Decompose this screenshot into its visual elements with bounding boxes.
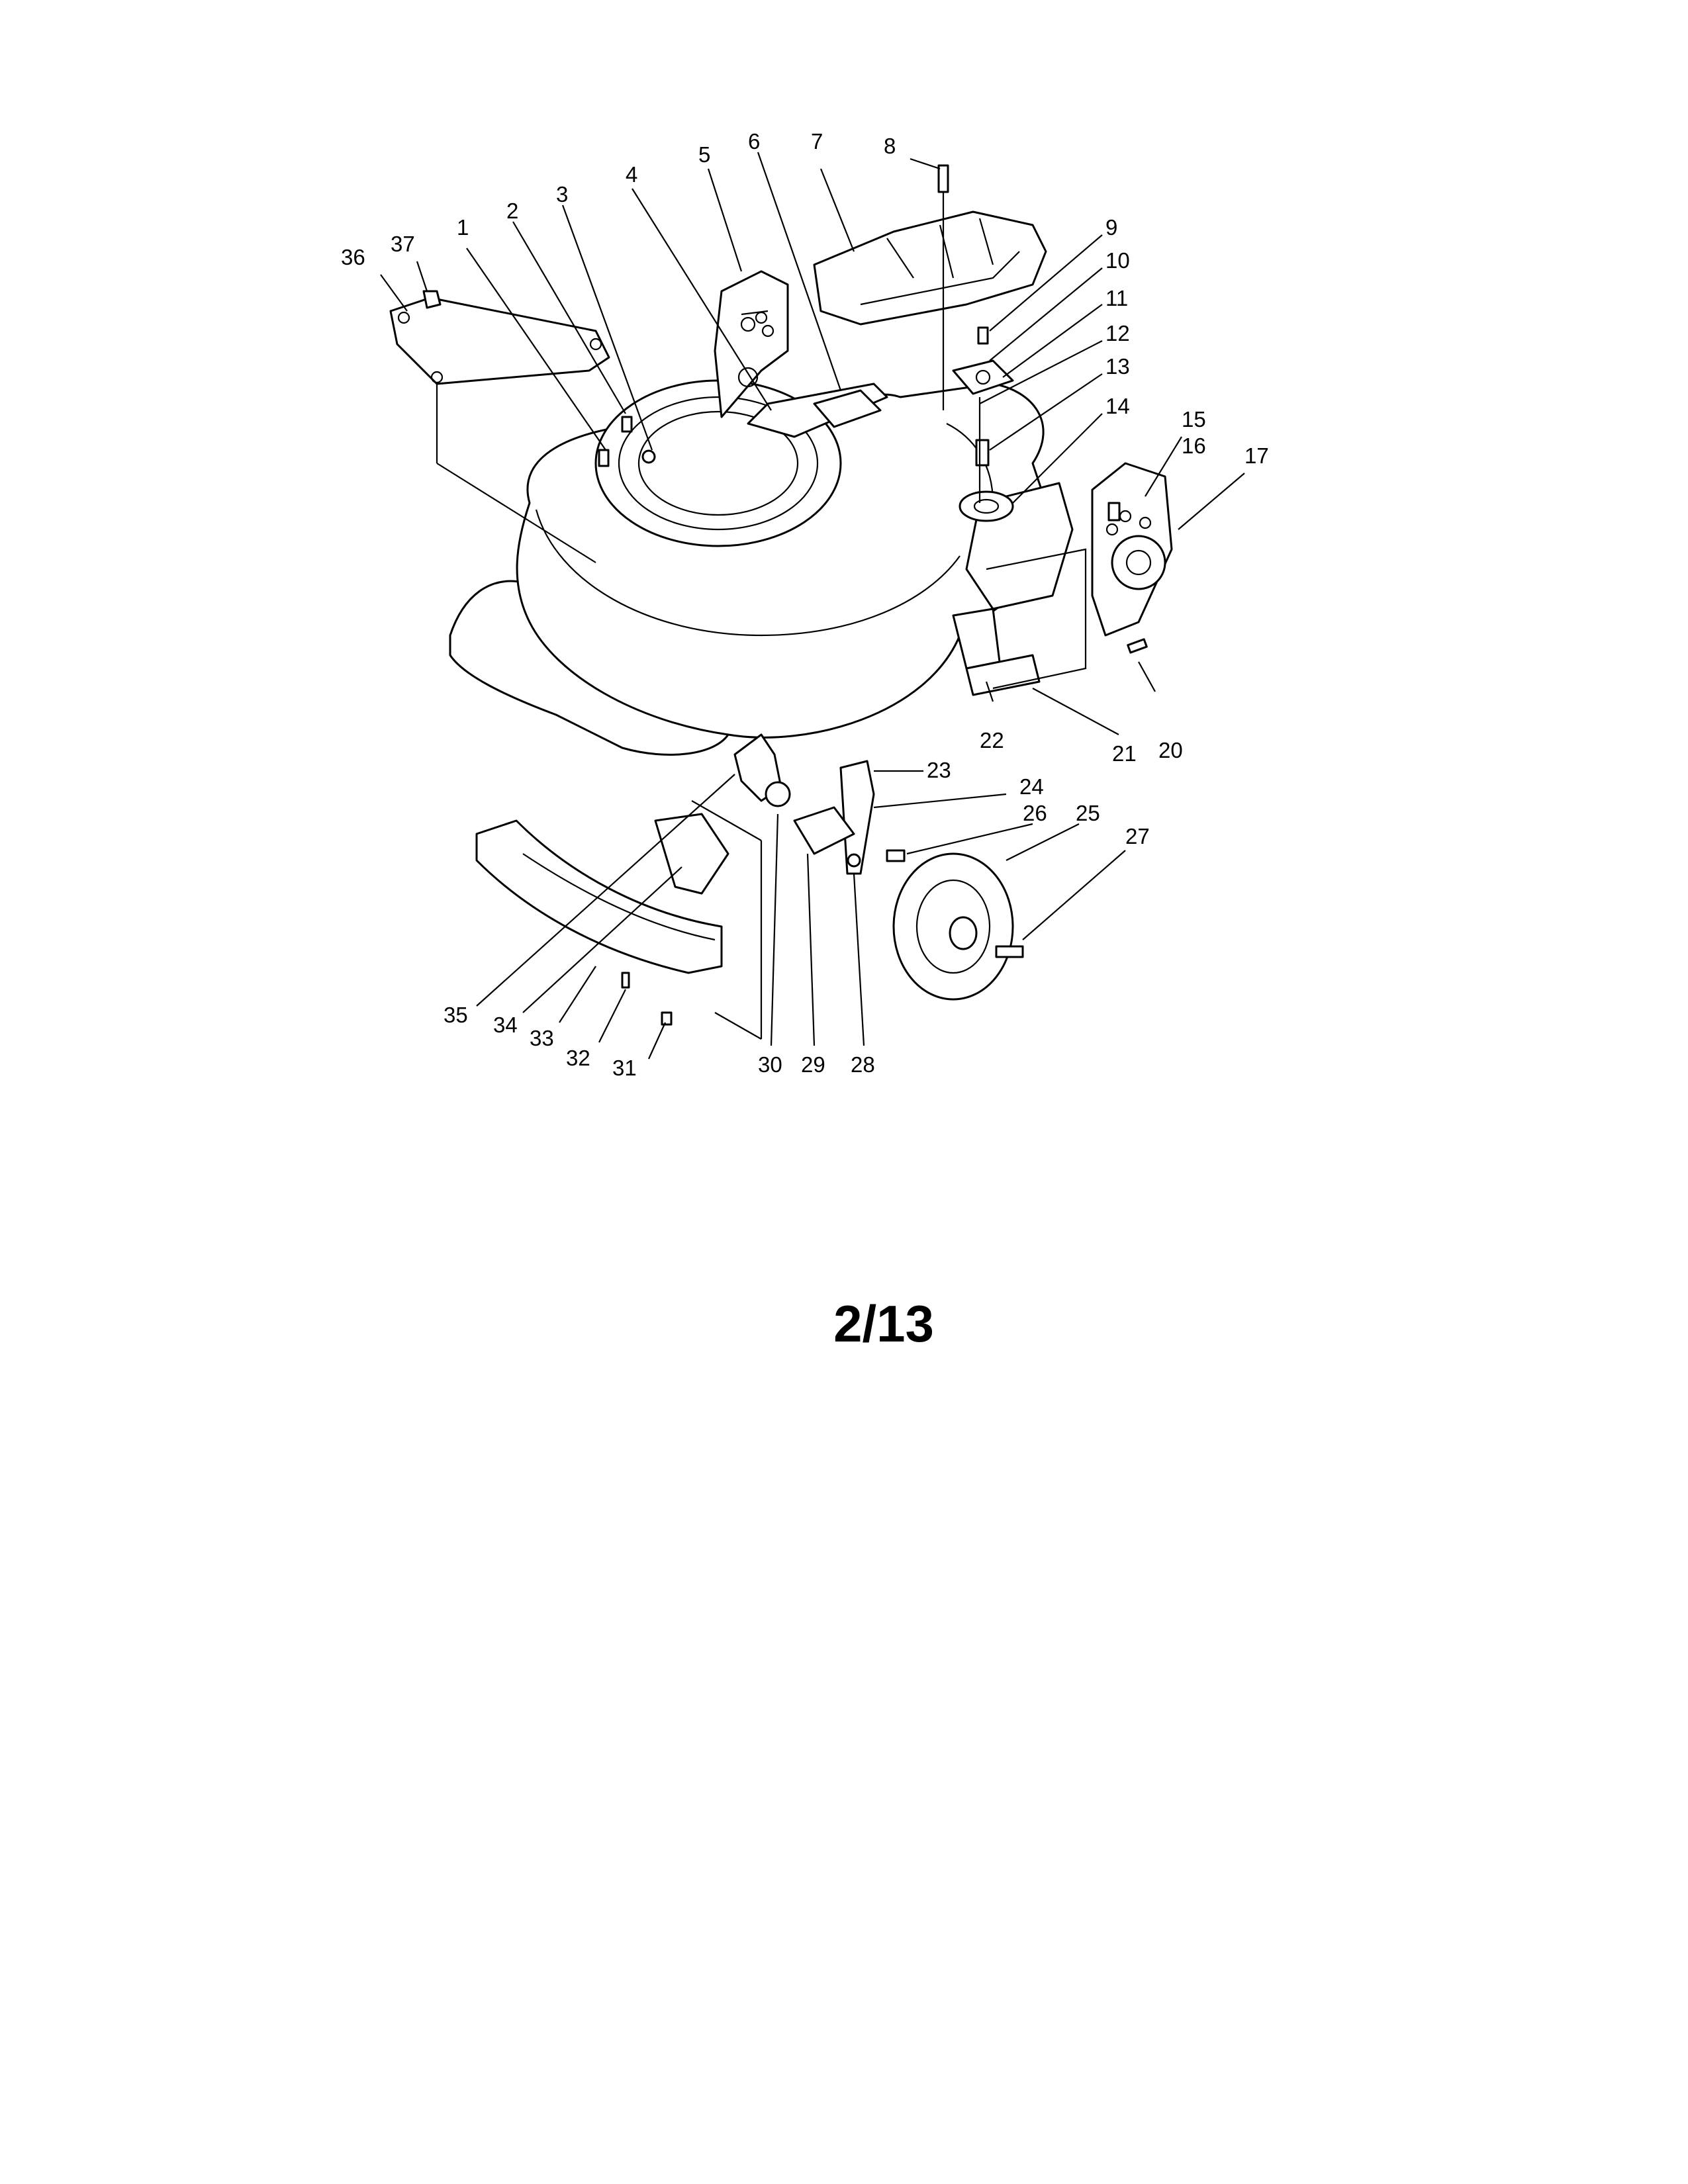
callout-4: 4 (626, 162, 637, 187)
callout-22: 22 (980, 728, 1004, 752)
callout-21: 21 (1112, 741, 1137, 766)
callout-25: 25 (1076, 801, 1100, 825)
callout-34: 34 (493, 1013, 518, 1037)
callout-3: 3 (556, 182, 568, 206)
callout-28: 28 (851, 1052, 875, 1077)
wheel-assembly (793, 760, 1024, 1001)
height-lever-rack (733, 733, 791, 807)
callout-leader-lines (380, 152, 1245, 1060)
callout-27: 27 (1125, 824, 1150, 848)
callout-2: 2 (506, 199, 518, 223)
deck-hardware (598, 416, 656, 467)
callout-12: 12 (1105, 321, 1130, 345)
front-bracket-lines (621, 800, 763, 1040)
callout-23: 23 (927, 758, 951, 782)
callout-13: 13 (1105, 354, 1130, 379)
callout-9: 9 (1105, 215, 1117, 240)
callout-37: 37 (391, 232, 415, 256)
callout-36: 36 (341, 245, 365, 269)
callout-15: 15 (1182, 407, 1206, 432)
callout-labels: 1 2 3 4 5 6 7 8 9 10 11 12 13 14 15 16 1… (341, 129, 1269, 1080)
callout-29: 29 (801, 1052, 825, 1077)
pivot-hardware (937, 164, 1014, 503)
deck-housing (449, 379, 1087, 756)
callout-31: 31 (612, 1056, 637, 1080)
callout-14: 14 (1105, 394, 1130, 418)
callout-26: 26 (1023, 801, 1047, 825)
callout-1: 1 (457, 215, 469, 240)
callout-35: 35 (444, 1003, 468, 1027)
callout-30: 30 (758, 1052, 782, 1077)
callout-11: 11 (1105, 286, 1128, 310)
callout-6: 6 (748, 129, 760, 154)
callout-17: 17 (1244, 443, 1269, 468)
callout-10: 10 (1105, 248, 1130, 273)
callout-16: 16 (1182, 433, 1206, 458)
height-adjuster-plate-side (1091, 462, 1173, 654)
callout-24: 24 (1019, 774, 1044, 799)
callout-8: 8 (884, 134, 896, 158)
page-number: 2/13 (833, 1295, 934, 1353)
callout-7: 7 (811, 129, 823, 154)
rear-guard (813, 210, 1047, 326)
callout-5: 5 (698, 142, 710, 167)
mulch-cover (389, 290, 610, 563)
callout-32: 32 (566, 1046, 590, 1070)
height-adjuster-plate-rear (714, 270, 789, 418)
callout-20: 20 (1158, 738, 1183, 762)
callout-33: 33 (530, 1026, 554, 1050)
